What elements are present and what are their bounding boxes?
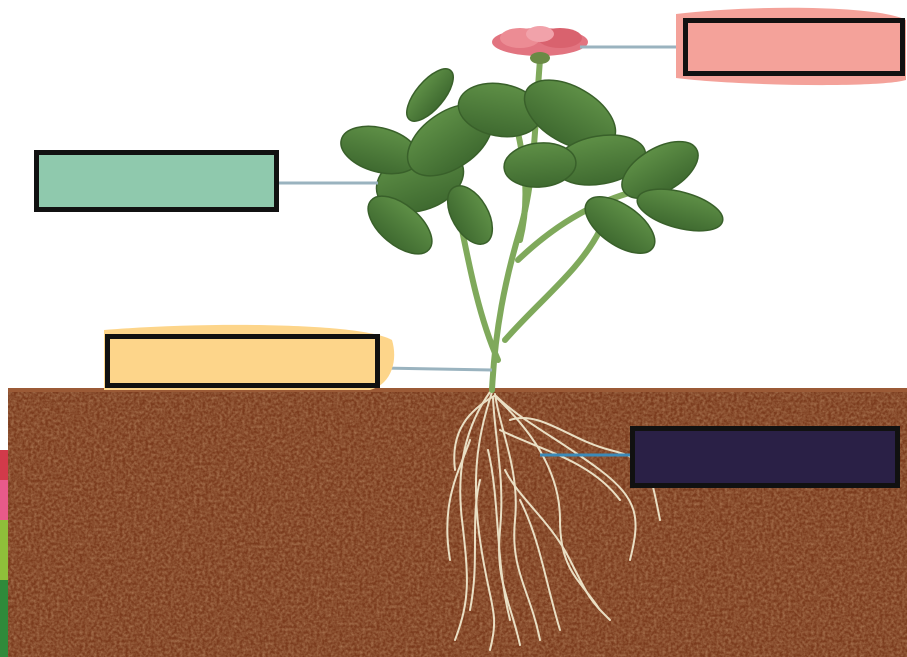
label-box-flower[interactable] — [683, 18, 905, 76]
edge-decoration — [0, 450, 8, 657]
flower — [492, 26, 588, 64]
label-text-flower — [688, 23, 900, 71]
label-text-roots — [635, 431, 895, 483]
leader-line-stem — [380, 368, 492, 370]
label-text-stem — [110, 339, 375, 383]
label-box-roots[interactable] — [630, 426, 900, 488]
label-text-leaves — [39, 155, 274, 207]
label-box-leaves[interactable] — [34, 150, 279, 212]
leaves — [336, 61, 727, 264]
label-box-stem[interactable] — [105, 334, 380, 388]
